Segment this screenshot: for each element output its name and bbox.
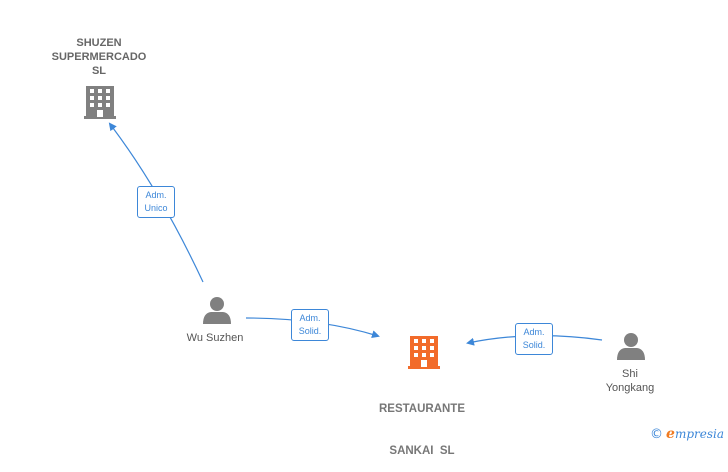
person-label-shi[interactable]: Shi Yongkang (590, 367, 670, 395)
person-name-line: Shi (622, 368, 638, 380)
person-name: Wu Suzhen (186, 332, 244, 344)
edge-label-line: Adm. (145, 190, 167, 200)
focus-building-icon[interactable] (408, 336, 440, 369)
company-name-line: SANKAI SL (389, 445, 455, 457)
company-label-shuzen[interactable]: SHUZEN SUPERMERCADO SL (40, 36, 158, 78)
person-name-line: Yongkang (605, 382, 655, 394)
company-name-line: SL (91, 65, 107, 77)
edge-label-line: Unico (144, 203, 168, 213)
edge-label-adm-unico[interactable]: Adm. Unico (137, 186, 175, 218)
edge-label-line: Adm. (523, 327, 545, 337)
company-name-line: SUPERMERCADO (51, 51, 147, 63)
brand-name: mpresia (674, 427, 724, 441)
copyright-symbol: © (650, 427, 664, 442)
company-label-restaurante[interactable]: RESTAURANTE SANKAI SL (362, 374, 482, 472)
company-name-line: RESTAURANTE (378, 403, 466, 415)
edge-label-line: Solid. (298, 326, 322, 336)
edge-label-line: Solid. (522, 340, 546, 350)
edge-label-line: Adm. (299, 313, 321, 323)
building-icon[interactable] (84, 86, 116, 119)
brand-initial: e (666, 426, 675, 442)
relationship-graph (84, 86, 645, 369)
person-icon[interactable] (617, 333, 645, 360)
person-icon[interactable] (203, 297, 231, 324)
company-name-line: SHUZEN (76, 37, 122, 49)
person-label-wu[interactable]: Wu Suzhen (165, 331, 265, 345)
edge-label-adm-solid-wu[interactable]: Adm. Solid. (291, 309, 329, 341)
empresia-logo: ©empresia (650, 426, 724, 442)
edge-label-adm-solid-shi[interactable]: Adm. Solid. (515, 323, 553, 355)
